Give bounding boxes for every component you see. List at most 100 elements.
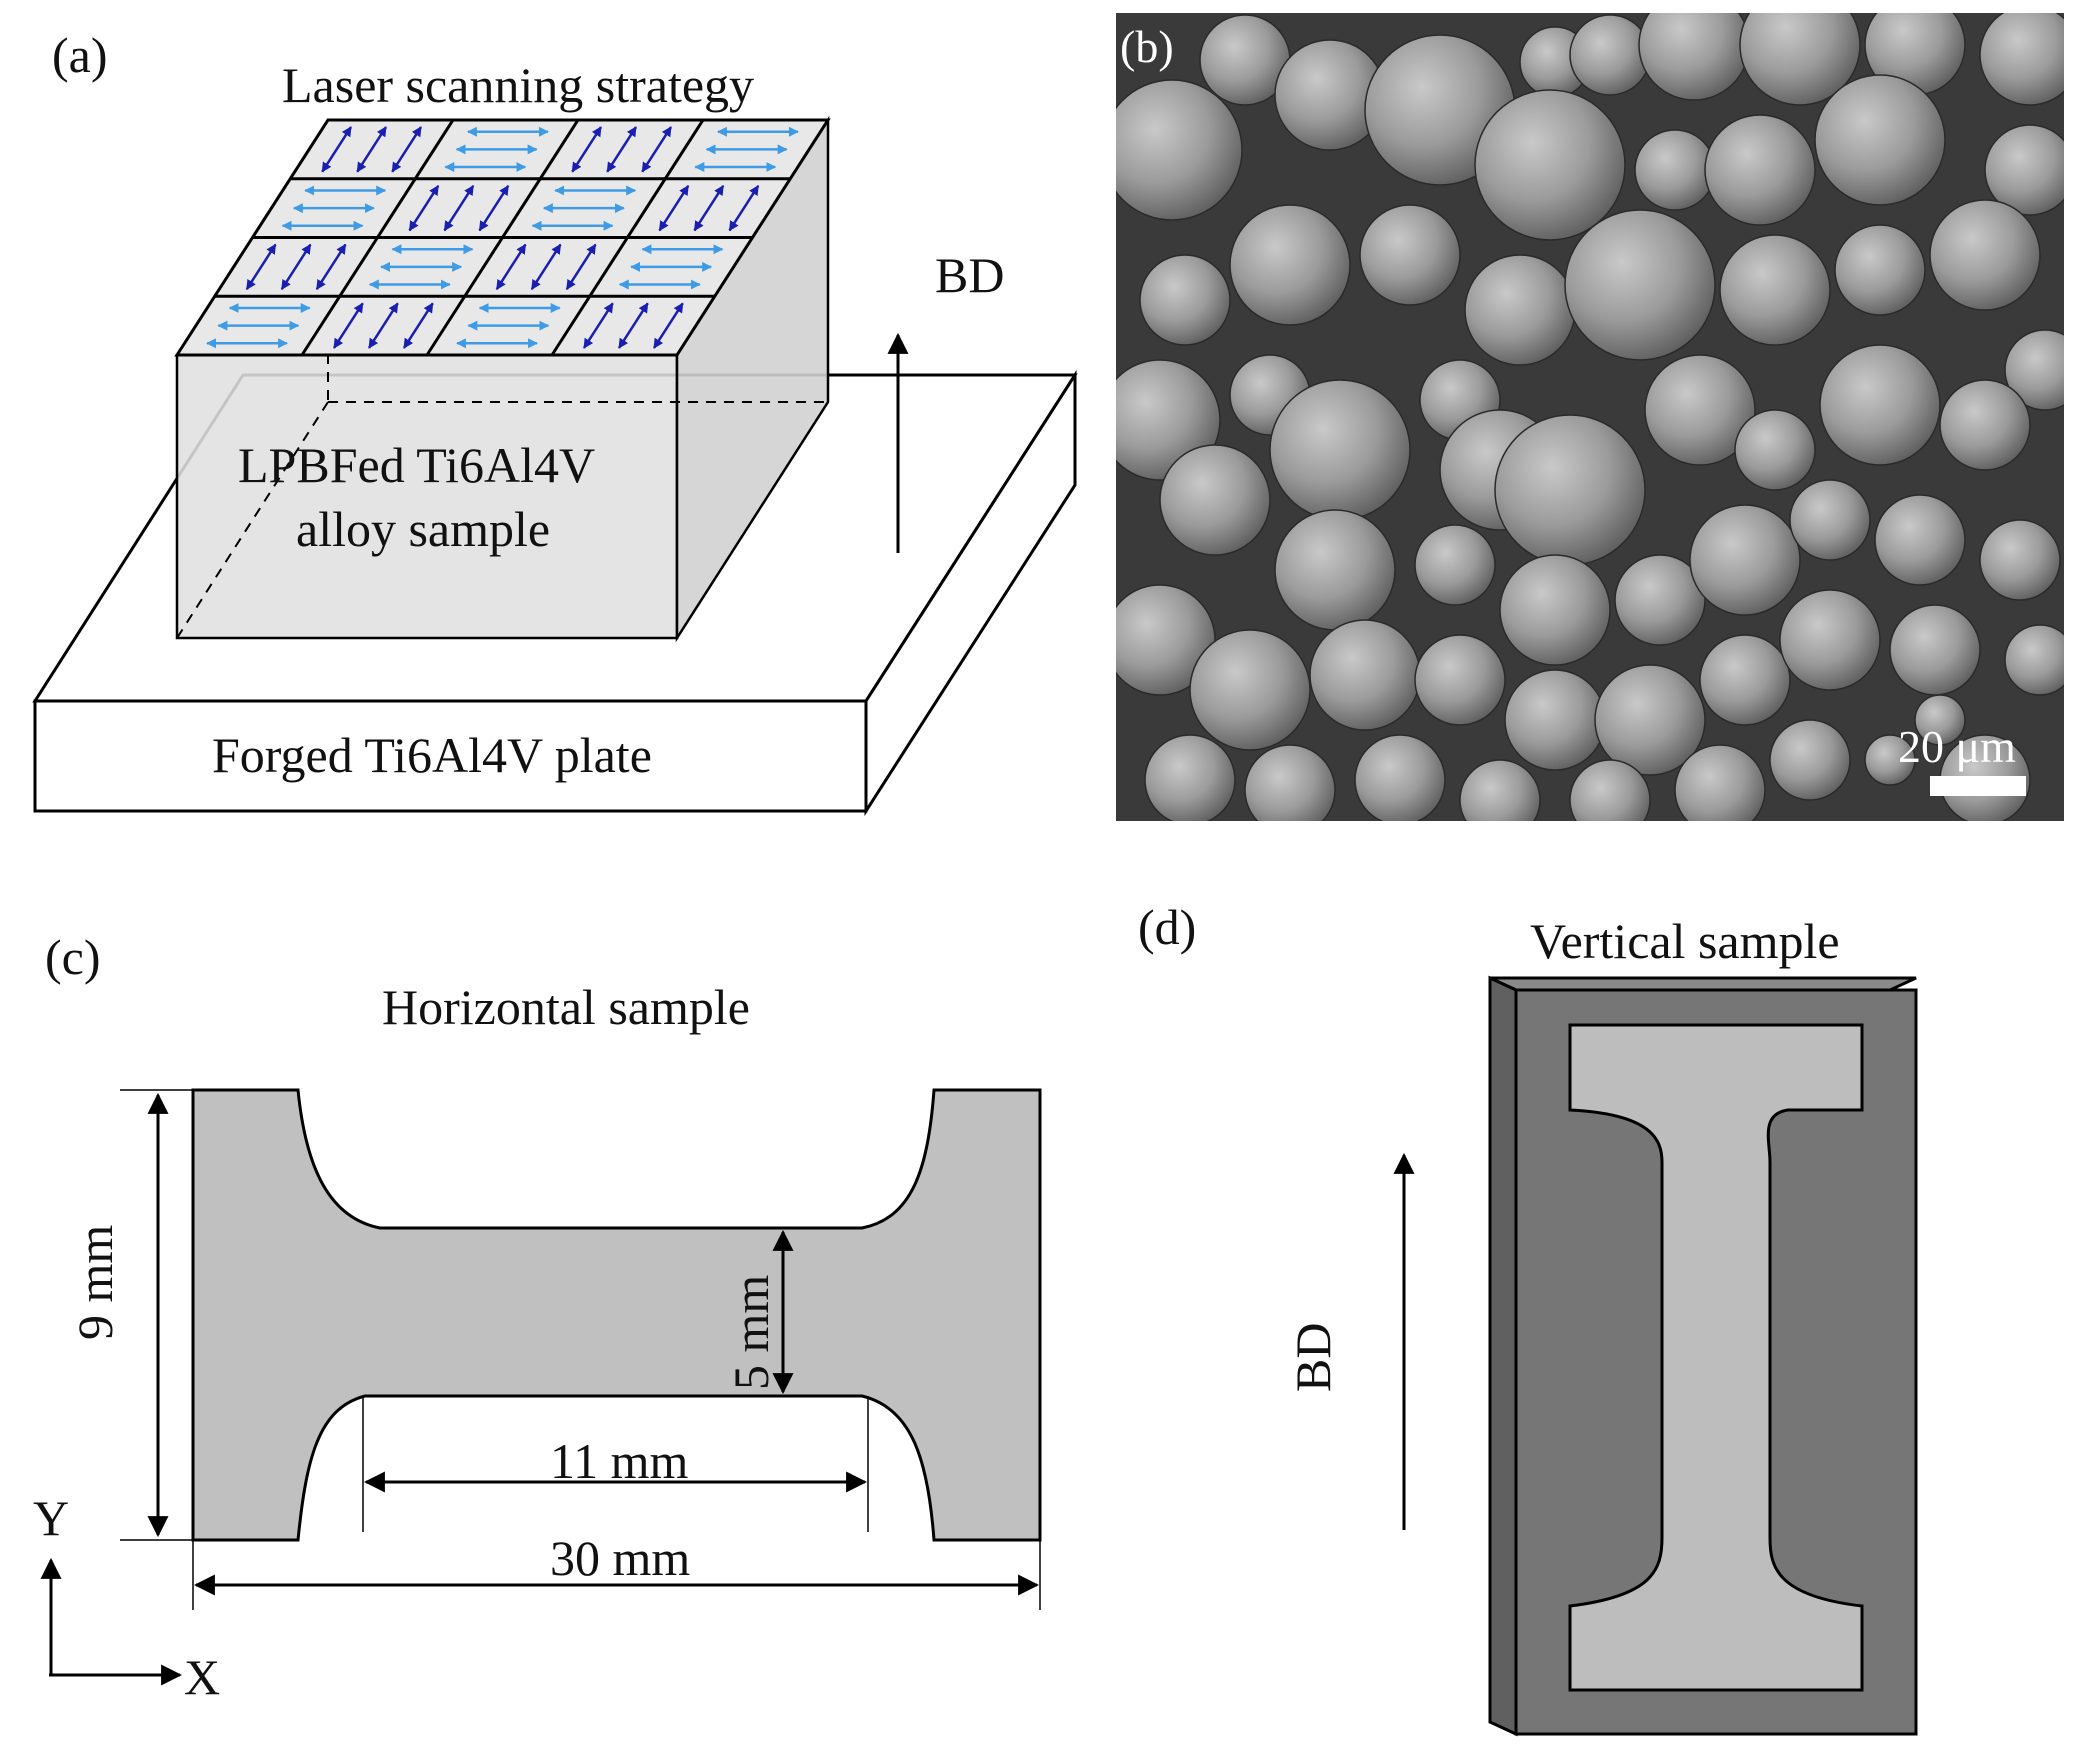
powder-particle — [1504, 669, 1606, 771]
powder-particle — [1769, 719, 1851, 801]
bd-label-d: BD — [1285, 1323, 1341, 1392]
powder-particle — [1689, 504, 1801, 616]
vertical-dogbone — [1568, 1023, 1864, 1692]
scan-vector-arrow — [571, 126, 603, 173]
scan-vector-arrow — [658, 184, 690, 232]
powder-particle — [1116, 79, 1243, 221]
panel-a: (a) Laser scanning strategy Forged Ti6Al… — [32, 27, 1078, 817]
dim-height-label: 9 mm — [67, 1225, 123, 1340]
powder-particle — [1229, 204, 1351, 326]
powder-particle — [1634, 129, 1716, 211]
powder-particle — [1864, 734, 1916, 786]
scan-vector-arrow — [332, 302, 364, 349]
lpbf-block — [174, 115, 831, 643]
scan-vector-arrow — [565, 243, 597, 291]
dim-gauge-length-label: 11 mm — [550, 1433, 689, 1489]
scan-vector-arrow — [478, 184, 510, 232]
powder-particle — [1569, 14, 1651, 96]
scan-cell — [245, 243, 347, 291]
powder-particle — [1644, 354, 1756, 466]
grid-line — [550, 119, 705, 356]
scan-vector-arrow — [402, 302, 434, 349]
scan-cell — [444, 126, 549, 172]
panel-a-label: (a) — [52, 27, 108, 83]
powder-particle — [1979, 13, 2064, 106]
powder-particle — [1309, 619, 1421, 731]
scan-vector-arrow — [530, 243, 562, 291]
scan-vector-arrow — [582, 302, 614, 349]
powder-particle — [2004, 329, 2064, 411]
scan-vector-arrow — [606, 126, 638, 173]
panel-d-label: (d) — [1138, 899, 1196, 955]
powder-particle — [1889, 604, 1981, 696]
lpbf-sample-label-line2: alloy sample — [296, 501, 550, 557]
powder-particle — [2004, 624, 2064, 696]
powder-particle — [1594, 664, 1706, 776]
panel-c: (c) Horizontal sample 9 mm 5 mm 11 mm 30… — [33, 929, 1042, 1705]
powder-particle — [1244, 744, 1336, 821]
scan-cell — [582, 302, 684, 349]
powder-particle — [1979, 519, 2061, 601]
scan-vector-arrow — [367, 302, 399, 349]
powder-particle — [1139, 254, 1231, 346]
scan-vector-arrow — [280, 243, 312, 291]
scan-vector-arrow — [641, 126, 673, 173]
powder-particle — [1674, 744, 1766, 821]
x-axis-label: X — [184, 1649, 220, 1705]
scan-vector-arrow — [693, 184, 725, 232]
powder-particle — [1614, 554, 1706, 646]
scan-cell — [206, 303, 311, 349]
scan-vector-arrow — [443, 184, 475, 232]
panel-b: (b) 20 μm — [1116, 13, 2064, 821]
powder-particle — [1914, 694, 1966, 746]
powder-particle — [1569, 759, 1651, 821]
scale-bar-label: 20 μm — [1898, 721, 2016, 772]
scan-vector-arrow — [617, 302, 649, 349]
vertical-sample-title: Vertical sample — [1530, 913, 1840, 969]
horizontal-sample-title: Horizontal sample — [382, 979, 750, 1035]
scan-cell — [408, 184, 510, 232]
powder-particle — [1494, 414, 1646, 566]
powder-particles — [1116, 13, 2064, 821]
powder-particle — [1929, 199, 2041, 311]
powder-particle — [1704, 114, 1816, 226]
powder-particle — [1719, 234, 1831, 346]
scan-cell — [495, 243, 597, 291]
scan-vector-arrow — [728, 184, 760, 232]
powder-particle — [1814, 74, 1946, 206]
powder-particle — [1474, 89, 1626, 241]
bd-label-a: BD — [935, 247, 1004, 303]
powder-particle — [1699, 634, 1791, 726]
scan-vector-arrow — [356, 126, 388, 173]
powder-particle — [1874, 494, 1966, 586]
y-axis-label: Y — [33, 1490, 69, 1546]
scan-vector-arrow — [245, 243, 277, 291]
powder-particle — [1414, 634, 1506, 726]
scan-vector-arrow — [315, 243, 347, 291]
scan-cell — [531, 185, 637, 231]
forged-plate-label: Forged Ti6Al4V plate — [212, 727, 652, 783]
powder-particle — [1159, 444, 1271, 556]
scan-vector-arrow — [391, 126, 423, 173]
scan-cell — [456, 303, 561, 349]
dim-gauge-width-label: 5 mm — [723, 1275, 779, 1390]
powder-particle — [1984, 124, 2064, 216]
powder-particle — [1464, 254, 1576, 366]
lpbf-sample-label-line1: LPBFed Ti6Al4V — [238, 437, 595, 493]
dim-total-length-label: 30 mm — [550, 1530, 690, 1586]
powder-particle — [1638, 13, 1750, 101]
scan-cell — [658, 184, 760, 232]
powder-particle — [1734, 409, 1816, 491]
powder-particle — [1459, 759, 1541, 821]
powder-particle — [1819, 344, 1941, 466]
scan-vector-arrow — [321, 126, 353, 173]
scan-vector-arrow — [408, 184, 440, 232]
powder-particle — [1939, 379, 2031, 471]
powder-particle — [1739, 13, 1861, 106]
scan-vector-arrow — [652, 302, 684, 349]
powder-particle — [1414, 524, 1496, 606]
scan-cell — [368, 244, 474, 290]
scan-cell — [281, 185, 387, 231]
scan-grid-lines — [214, 119, 791, 356]
